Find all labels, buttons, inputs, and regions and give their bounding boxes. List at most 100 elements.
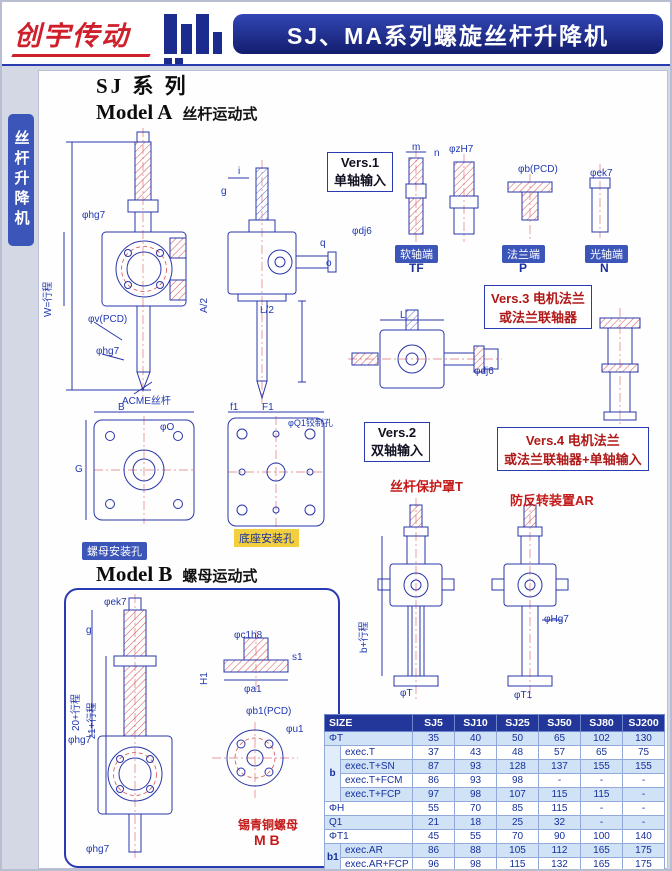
acme-label: ACME丝杆 xyxy=(122,396,171,407)
spec-value: 65 xyxy=(580,745,623,760)
model-a-desc: 丝杆运动式 xyxy=(182,106,258,123)
spec-row-label: Q1 xyxy=(324,815,413,830)
spec-value: 165 xyxy=(580,857,623,869)
spec-value: 90 xyxy=(538,829,581,844)
dim-G: G xyxy=(75,464,83,475)
anti-rotation-callout: 防反转装置AR xyxy=(510,493,594,508)
dim-l2: L/2 xyxy=(260,305,274,316)
spec-row-label: exec.T+SN xyxy=(340,759,413,774)
spec-value: 86 xyxy=(412,773,455,788)
vers3-line1: Vers.3 电机法兰 xyxy=(491,291,585,306)
spec-value: 85 xyxy=(496,801,539,816)
dim-F1: F1 xyxy=(262,402,274,413)
shaft-end-n-tag: 光轴端 xyxy=(585,245,628,263)
header-divider xyxy=(2,64,670,66)
dim-n: n xyxy=(434,148,440,159)
dim-f1: f1 xyxy=(230,402,239,413)
dim-phidj6-v3: φdj6 xyxy=(474,366,494,377)
dim-phiek7: φek7 xyxy=(590,168,613,179)
spec-value: 86 xyxy=(412,843,455,858)
spec-row-label: exec.AR xyxy=(340,843,413,858)
spec-value: 115 xyxy=(538,801,581,816)
dim-q: q xyxy=(320,238,326,249)
dim-phib-pcd: φb(PCD) xyxy=(518,164,558,175)
vers2-box: Vers.2 双轴输入 xyxy=(364,422,431,462)
dim-phic1h8: φc1h8 xyxy=(234,630,263,641)
spec-value: 88 xyxy=(454,843,497,858)
spec-value: 25 xyxy=(496,815,539,830)
sidebar-tab[interactable]: 丝杆升降机 xyxy=(8,114,34,246)
vers3-view xyxy=(351,309,499,389)
spec-value: - xyxy=(622,801,665,816)
sidebar-tab-label: 丝杆升降机 xyxy=(12,130,30,230)
shaft-end-n-code: N xyxy=(600,261,609,275)
dim-b-stroke: b+行程 xyxy=(359,621,370,653)
spec-value: 98 xyxy=(496,773,539,788)
dim-phidj6: φdj6 xyxy=(352,226,372,237)
spec-row-label: ΦT1 xyxy=(324,829,413,844)
dim-i: i xyxy=(238,166,241,177)
spec-value: 128 xyxy=(496,759,539,774)
spec-row-label: exec.T+FCP xyxy=(340,787,413,802)
vers1-line2: 单轴输入 xyxy=(334,173,387,188)
mb-code-callout: M B xyxy=(254,832,280,848)
spec-value: - xyxy=(538,773,581,788)
dim-b-phihg7-mid: φhg7 xyxy=(68,735,92,746)
spec-value: 132 xyxy=(538,857,581,869)
shaft-end-p-code: P xyxy=(519,261,528,275)
spec-value: - xyxy=(622,815,665,830)
spec-value: 35 xyxy=(412,731,455,746)
vers4-box: Vers.4 电机法兰 或法兰联轴器+单轴输入 xyxy=(497,427,649,471)
spec-value: 175 xyxy=(622,843,665,858)
spec-value: 97 xyxy=(412,787,455,802)
jack-protect-view xyxy=(377,504,455,687)
vers1-box: Vers.1 单轴输入 xyxy=(327,152,394,192)
spec-value: 107 xyxy=(496,787,539,802)
dim-phiT: φT xyxy=(400,688,413,699)
spec-col-header: SIZE xyxy=(324,714,413,732)
spec-value: 115 xyxy=(580,787,623,802)
dim-o: o xyxy=(326,258,332,269)
spec-col-header: SJ5 xyxy=(412,714,455,732)
series-title: SJ 系 列 xyxy=(96,74,189,98)
dim-b-phihg7-bottom: φhg7 xyxy=(86,844,110,855)
spec-value: 50 xyxy=(496,731,539,746)
spec-value: 155 xyxy=(622,759,665,774)
spec-value: 55 xyxy=(412,801,455,816)
spec-value: - xyxy=(580,801,623,816)
spec-value: 37 xyxy=(412,745,455,760)
vers1-line1: Vers.1 xyxy=(340,155,380,170)
spec-value: 45 xyxy=(412,829,455,844)
vers2-line1: Vers.2 xyxy=(377,425,417,440)
dim-B: B xyxy=(118,402,125,413)
shaft-end-tf-tag: 软轴端 xyxy=(395,245,438,263)
dim-phiT1: φT1 xyxy=(514,690,533,701)
spec-value: 137 xyxy=(538,759,581,774)
dim-g: g xyxy=(221,186,227,197)
protect-tube-callout: 丝杆保护罩T xyxy=(390,479,463,494)
header-decoration-bars xyxy=(164,12,230,65)
dim-phia1: φa1 xyxy=(244,684,262,695)
page-header: 创宇传动 SJ、MA系列螺旋丝杆升降机 xyxy=(2,2,670,65)
spec-value: 70 xyxy=(496,829,539,844)
dim-H1: H1 xyxy=(199,672,210,685)
model-b-name: Model B xyxy=(96,562,173,586)
base-holes-tag: 底座安装孔 xyxy=(234,529,299,547)
spec-value: 21 xyxy=(412,815,455,830)
shaft-end-tf-code: TF xyxy=(409,261,424,275)
spec-value: 165 xyxy=(580,843,623,858)
jack-ar-view xyxy=(491,504,569,687)
dim-phiHg7: φHg7 xyxy=(544,614,569,625)
dim-w-stroke: W=行程 xyxy=(43,281,54,317)
spec-col-header: SJ200 xyxy=(622,714,665,732)
